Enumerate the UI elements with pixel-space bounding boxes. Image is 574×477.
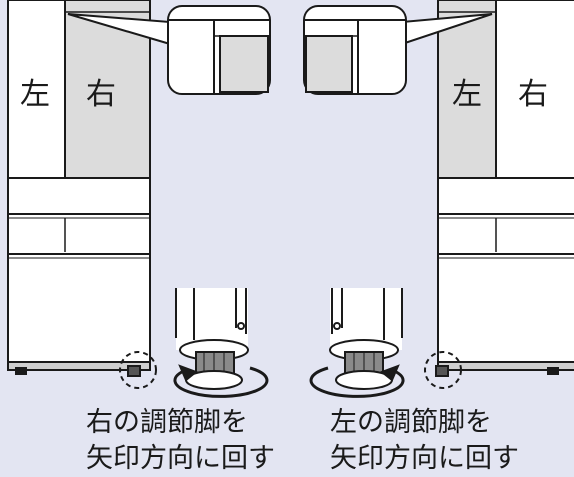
right-callout xyxy=(303,5,493,95)
right-adjuster-detail xyxy=(309,288,405,398)
right-caption-line1: 左の調節脚を xyxy=(330,407,492,438)
left-callout xyxy=(67,5,271,95)
left-adjuster-highlight xyxy=(119,351,157,389)
right-rotation-arrow-arc xyxy=(309,366,405,398)
left-fridge-foot-left xyxy=(15,367,27,375)
right-callout-left-door xyxy=(305,35,353,93)
left-fridge-foot-right xyxy=(127,365,141,377)
left-callout-right-door xyxy=(219,35,269,93)
right-fridge-foot-left xyxy=(435,365,449,377)
left-refrigerator xyxy=(7,0,151,377)
right-adjuster-screw xyxy=(333,322,341,330)
left-caption-line2: 矢印方向に回す xyxy=(86,443,275,474)
left-adjuster-screw xyxy=(237,322,245,330)
left-rotation-arrow-arc xyxy=(173,366,269,398)
left-fridge-drawer-1 xyxy=(7,177,151,215)
right-fridge-bottom-drawer xyxy=(437,253,574,367)
left-fridge-left-door-label: 左 xyxy=(20,77,50,112)
right-adjuster-highlight xyxy=(424,351,462,389)
left-fridge-left-door xyxy=(7,0,66,179)
right-fridge-drawer-2 xyxy=(437,213,574,255)
left-rotation-arrowhead xyxy=(178,364,198,382)
right-fridge-left-door-label: 左 xyxy=(452,77,482,112)
right-fridge-foot-right xyxy=(547,367,559,375)
left-fridge-right-door-label: 右 xyxy=(86,77,116,112)
right-fridge-right-door xyxy=(495,0,574,179)
left-fridge-drawer-2 xyxy=(7,213,151,255)
left-fridge-base xyxy=(7,361,151,371)
right-fridge-drawer-1 xyxy=(437,177,574,215)
right-refrigerator xyxy=(435,0,574,377)
right-rotation-arrowhead xyxy=(380,364,400,382)
right-caption-line2: 矢印方向に回す xyxy=(330,443,519,474)
left-adjuster-detail xyxy=(173,288,269,398)
left-caption: 右の調節脚を 矢印方向に回す xyxy=(86,405,275,477)
left-fridge-bottom-drawer xyxy=(7,253,151,367)
right-caption: 左の調節脚を 矢印方向に回す xyxy=(330,405,519,477)
left-caption-line1: 右の調節脚を xyxy=(86,407,248,438)
right-fridge-right-door-label: 右 xyxy=(518,77,548,112)
